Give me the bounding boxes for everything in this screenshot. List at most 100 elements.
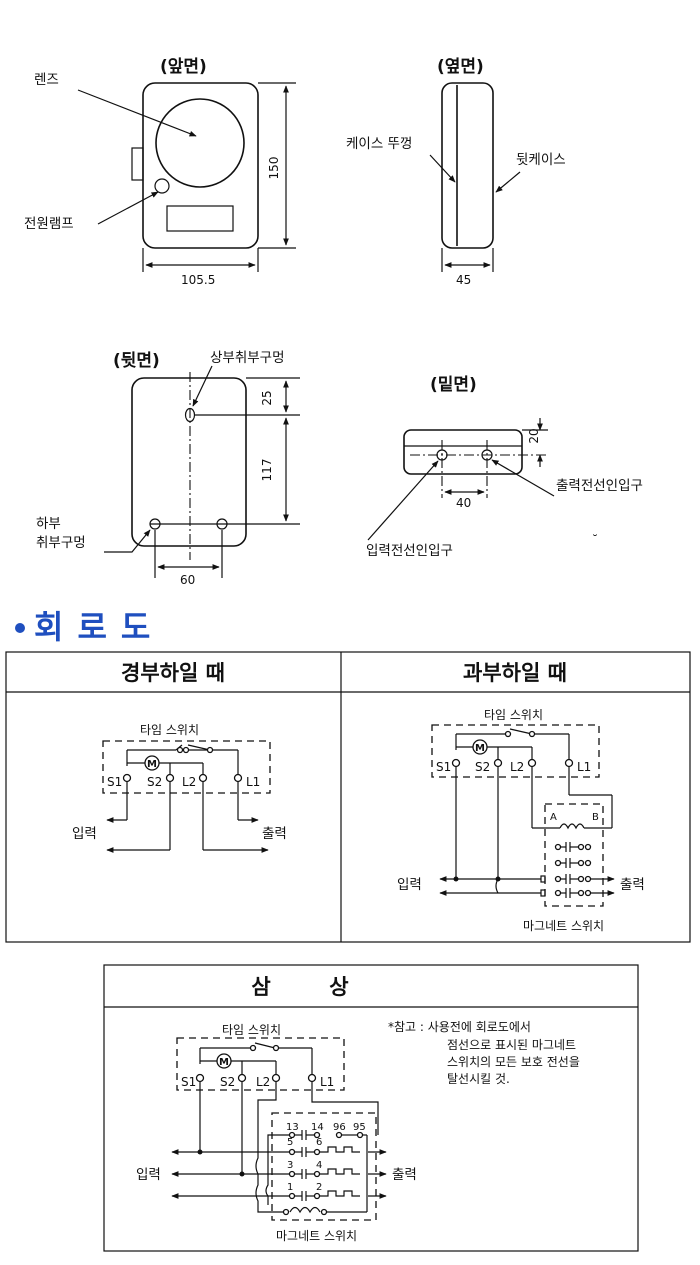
light-input-label: 입력 (72, 826, 97, 842)
bottom-view: (밑면) 20 40 출력전선인입구 입력전선인입구 ˘ (366, 375, 643, 559)
stray-mark: ˘ (592, 533, 598, 547)
back-top-value: 25 (260, 390, 274, 405)
three-phase-note: *참고 : 사용전에 회로도에서 점선으로 표시된 마그네트 스위치의 모든 보… (388, 1020, 580, 1086)
heavy-motor-label: M (475, 743, 485, 754)
power-lamp-label: 전원램프 (24, 216, 74, 232)
lower-hole-label-2: 취부구멍 (36, 535, 86, 551)
output-wire-entry (481, 449, 493, 461)
output-entry-label: 출력전선인입구 (556, 478, 643, 494)
three-l2: L2 (256, 1075, 270, 1089)
front-window (166, 205, 234, 232)
heavy-magnet-label: 마그네트 스위치 (523, 919, 604, 933)
lens-leader (77, 89, 197, 137)
three-s1: S1 (181, 1075, 196, 1089)
term-14: 14 (311, 1122, 324, 1133)
upper-hole-leader (192, 365, 213, 407)
three-timer-label: 타임 스위치 (222, 1023, 281, 1037)
term-6: 6 (316, 1137, 322, 1148)
heavy-coil (559, 823, 585, 830)
front-case-outline (142, 82, 259, 249)
back-view: (뒷면) 상부취부구멍 하부 취부구멍 25 117 60 (36, 350, 300, 587)
upper-hole-label: 상부취부구멍 (210, 350, 285, 366)
circuit-table (5, 651, 691, 943)
light-timer-box (102, 740, 271, 794)
three-l1: L1 (320, 1075, 334, 1089)
heavy-load-circuit: 타임 스위치 M S1 S2 L2 L1 A B (397, 708, 645, 933)
three-phase-box (103, 964, 639, 1252)
term-2: 2 (316, 1182, 322, 1193)
heavy-l1: L1 (577, 760, 591, 774)
section-title: 회로도 (34, 608, 164, 646)
front-side-knob (131, 147, 144, 181)
side-view-title: (옆면) (437, 57, 484, 77)
heavy-magnet-box (544, 803, 604, 907)
three-magnet-box (271, 1112, 377, 1221)
note-line-1: *참고 : 사용전에 회로도에서 (388, 1020, 531, 1034)
input-entry-label: 입력전선인입구 (366, 543, 453, 559)
input-entry-leader (367, 460, 439, 541)
term-4: 4 (316, 1160, 322, 1171)
three-s2: S2 (220, 1075, 235, 1089)
light-load-circuit: 타임 스위치 M S1 S2 L2 L1 입력 출력 (72, 723, 287, 853)
front-view-title: (앞면) (160, 57, 207, 77)
note-line-4: 탈선시킬 것. (447, 1072, 510, 1086)
three-output-label: 출력 (392, 1167, 417, 1183)
side-view: (옆면) 케이스 뚜껑 뒷케이스 45 (346, 57, 566, 287)
front-width-value: 105.5 (181, 273, 215, 287)
lower-hole-leader (104, 529, 151, 553)
three-coil (289, 1206, 321, 1214)
three-timer-box (176, 1037, 345, 1091)
term-3: 3 (287, 1160, 293, 1171)
bottom-height-value: 20 (527, 428, 541, 443)
light-timer-label: 타임 스위치 (140, 723, 199, 737)
lamp-leader (97, 191, 159, 225)
back-mid-value: 117 (260, 459, 274, 482)
note-line-3: 스위치의 모든 보호 전선을 (447, 1055, 580, 1069)
circuit-section-title: 회로도 (15, 608, 164, 646)
power-lamp-circle (154, 178, 170, 194)
heavy-s2: S2 (475, 760, 490, 774)
lens-circle (155, 98, 245, 188)
bottom-view-title: (밑면) (430, 375, 477, 395)
three-phase-circuit: 타임 스위치 M S1 S2 L2 L1 13 14 96 95 5 6 3 4… (136, 1023, 417, 1243)
term-13: 13 (286, 1122, 299, 1133)
heavy-coil-b: B (592, 812, 599, 823)
light-l2: L2 (182, 775, 196, 789)
heavy-output-label: 출력 (620, 877, 645, 893)
light-output-label: 출력 (262, 826, 287, 842)
heavy-timer-label: 타임 스위치 (484, 708, 543, 722)
heavy-timer-box (431, 724, 600, 778)
light-l1: L1 (246, 775, 260, 789)
term-1: 1 (287, 1182, 293, 1193)
case-cover-label: 케이스 뚜껑 (346, 136, 412, 152)
back-case-outline (131, 377, 247, 547)
lower-hole-label-1: 하부 (36, 516, 61, 532)
back-width-value: 60 (180, 573, 195, 587)
term-5: 5 (287, 1137, 293, 1148)
bottom-case-outline (403, 429, 523, 475)
light-s1: S1 (107, 775, 122, 789)
back-case-leader (495, 171, 521, 193)
heavy-contacts (554, 842, 592, 898)
note-line-2: 점선으로 표시된 마그네트 (447, 1038, 576, 1052)
heavy-load-heading: 과부하일 때 (463, 660, 567, 685)
output-entry-leader (491, 459, 555, 497)
back-case-label: 뒷케이스 (516, 152, 566, 168)
light-load-heading: 경부하일 때 (121, 660, 225, 685)
bottom-width-value: 40 (456, 496, 471, 510)
lens-label: 렌즈 (34, 72, 59, 88)
front-height-value: 150 (267, 157, 281, 180)
heavy-input-label: 입력 (397, 877, 422, 893)
back-view-title: (뒷면) (113, 350, 160, 371)
input-wire-entry (436, 449, 448, 461)
heavy-l2: L2 (510, 760, 524, 774)
side-case-outline (441, 82, 494, 249)
three-input-label: 입력 (136, 1167, 161, 1183)
title-bullet (15, 623, 25, 633)
heavy-s1: S1 (436, 760, 451, 774)
light-s2: S2 (147, 775, 162, 789)
three-phase-heading: 삼 상 (251, 974, 348, 999)
front-view: (앞면) 렌즈 전원램프 150 105.5 (24, 57, 296, 287)
cover-leader (429, 154, 456, 183)
